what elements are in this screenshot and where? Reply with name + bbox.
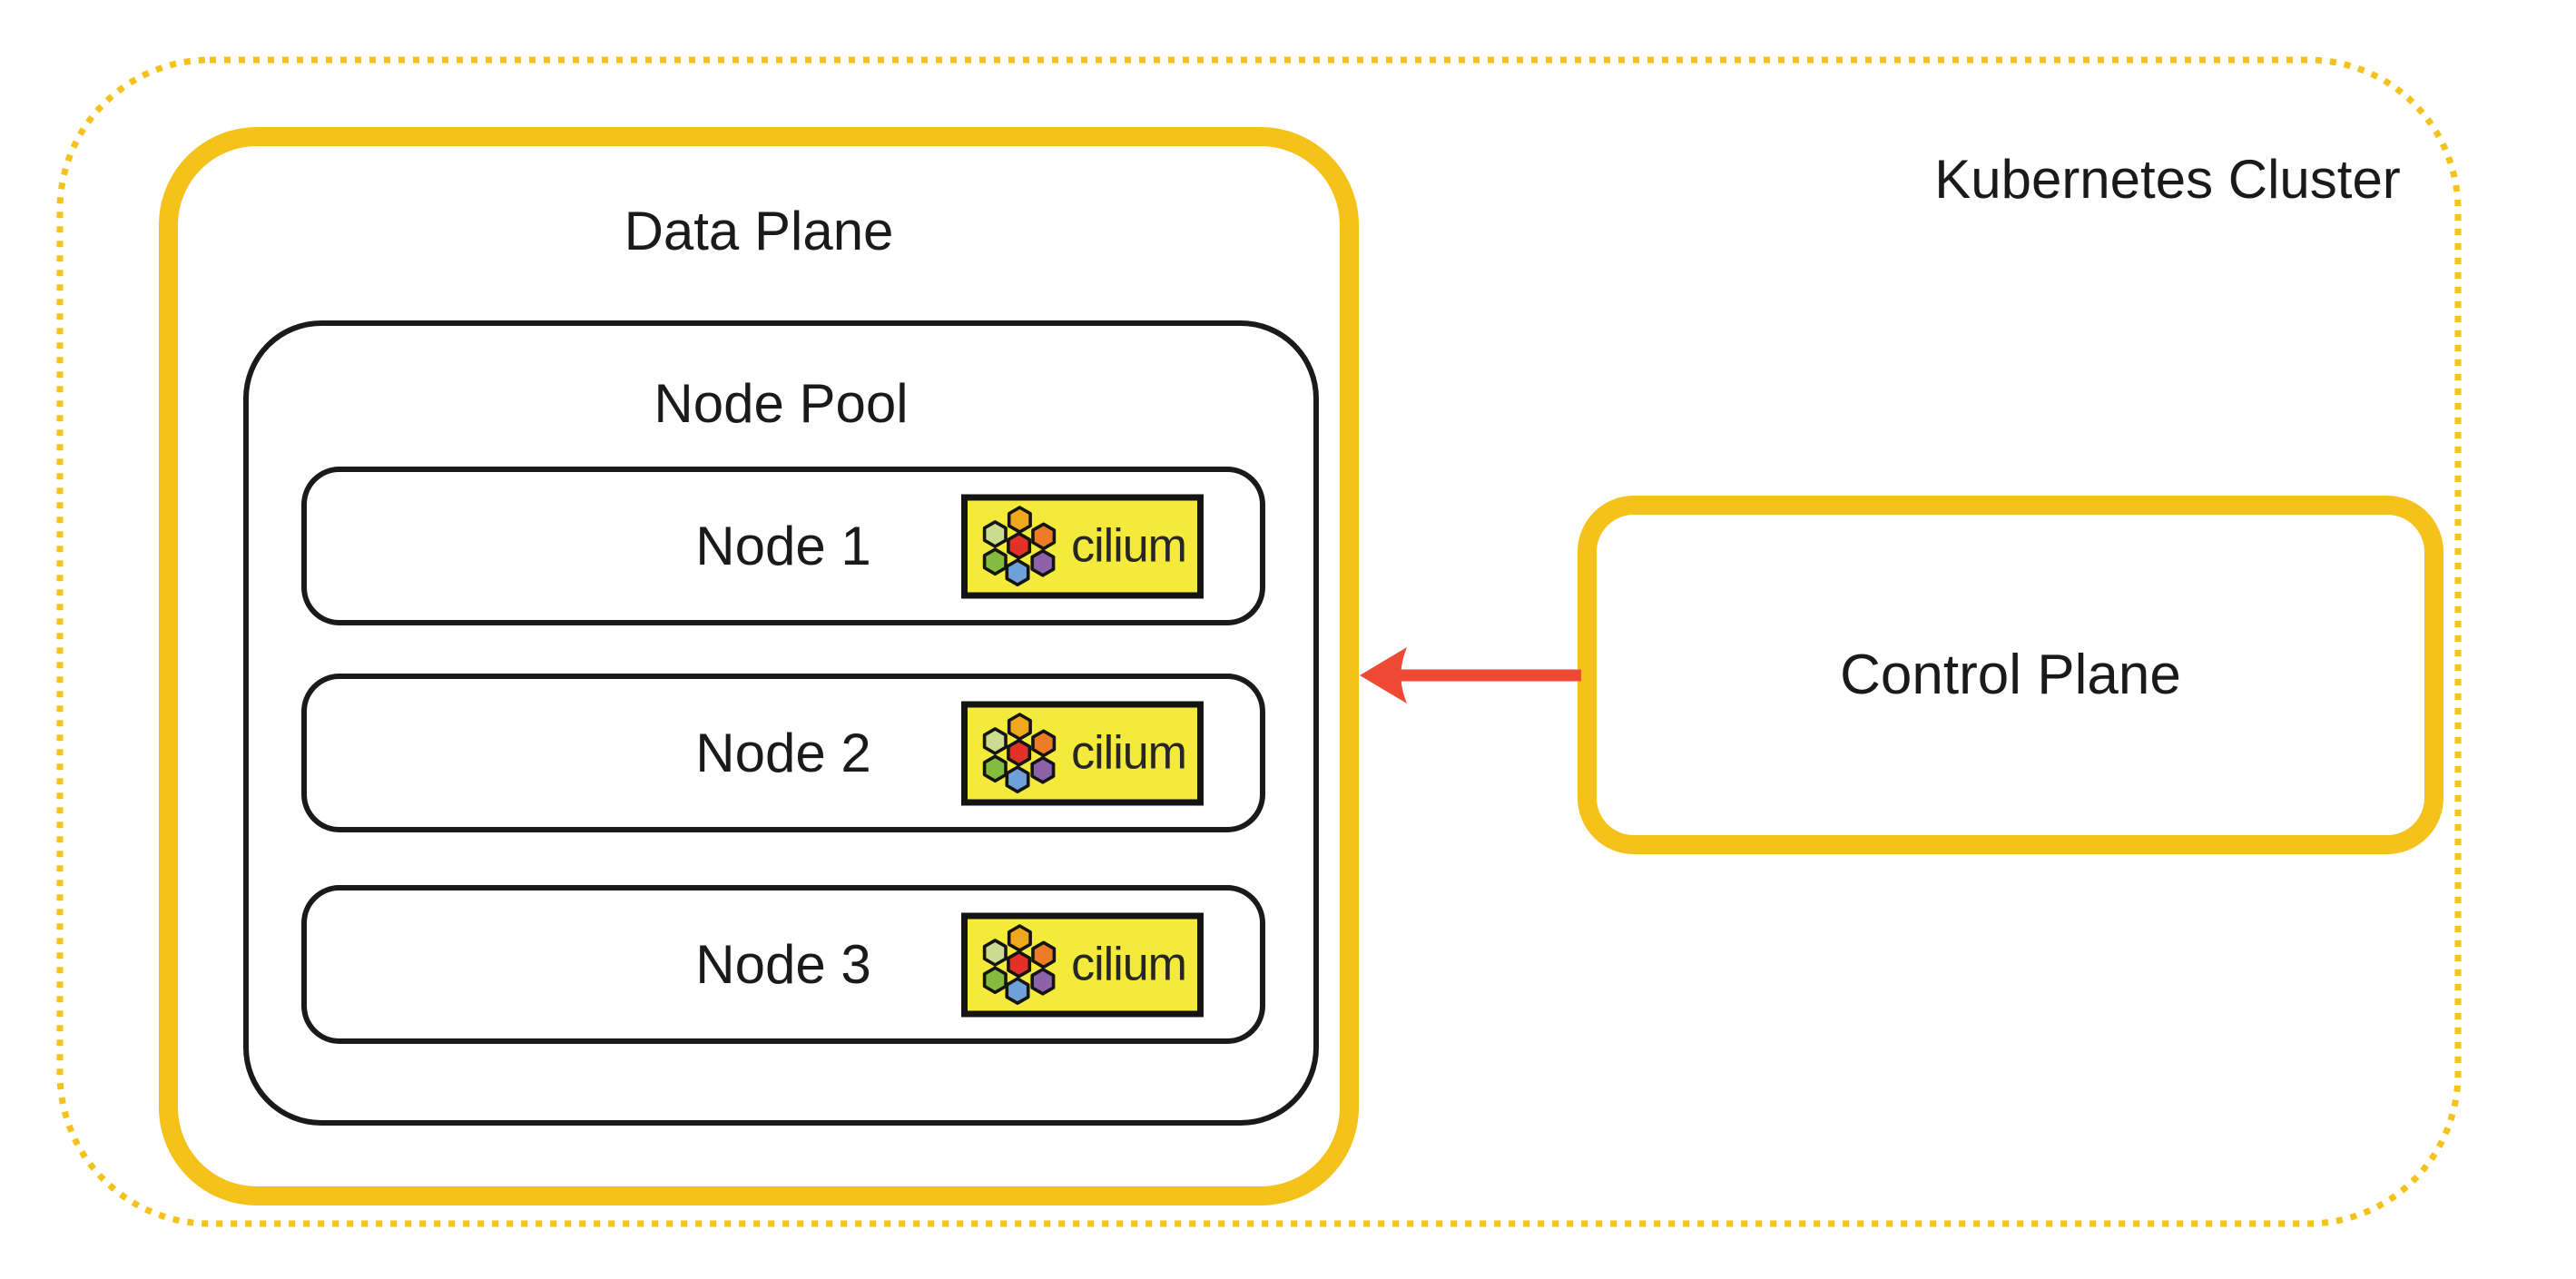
node-3-label: Node 3 xyxy=(695,934,871,995)
kubernetes-cluster-label: Kubernetes Cluster xyxy=(1934,149,2401,210)
data-plane-box: Data Plane Node Pool Node 1 cilium xyxy=(159,127,1359,1205)
cilium-wordmark: cilium xyxy=(1071,726,1187,780)
cilium-wordmark: cilium xyxy=(1071,938,1187,991)
node-row-3: Node 3 cilium xyxy=(301,885,1265,1044)
node-row-1: Node 1 cilium xyxy=(301,467,1265,625)
cilium-logo-icon xyxy=(982,505,1057,586)
node-pool-box: Node Pool Node 1 cilium xyxy=(243,320,1319,1126)
node-1-label: Node 1 xyxy=(695,516,871,576)
cilium-badge: cilium xyxy=(961,494,1204,598)
node-row-2: Node 2 cilium xyxy=(301,674,1265,832)
cilium-wordmark: cilium xyxy=(1071,519,1187,573)
data-plane-label: Data Plane xyxy=(624,201,894,261)
node-pool-label: Node Pool xyxy=(654,373,909,434)
control-plane-label: Control Plane xyxy=(1840,644,2181,706)
control-plane-box: Control Plane xyxy=(1578,496,2443,854)
cilium-logo-icon xyxy=(982,923,1057,1005)
node-2-label: Node 2 xyxy=(695,723,871,783)
cilium-badge: cilium xyxy=(961,912,1204,1017)
cilium-badge: cilium xyxy=(961,701,1204,805)
cilium-logo-icon xyxy=(982,712,1057,793)
control-to-data-arrow-icon xyxy=(1360,647,1581,703)
